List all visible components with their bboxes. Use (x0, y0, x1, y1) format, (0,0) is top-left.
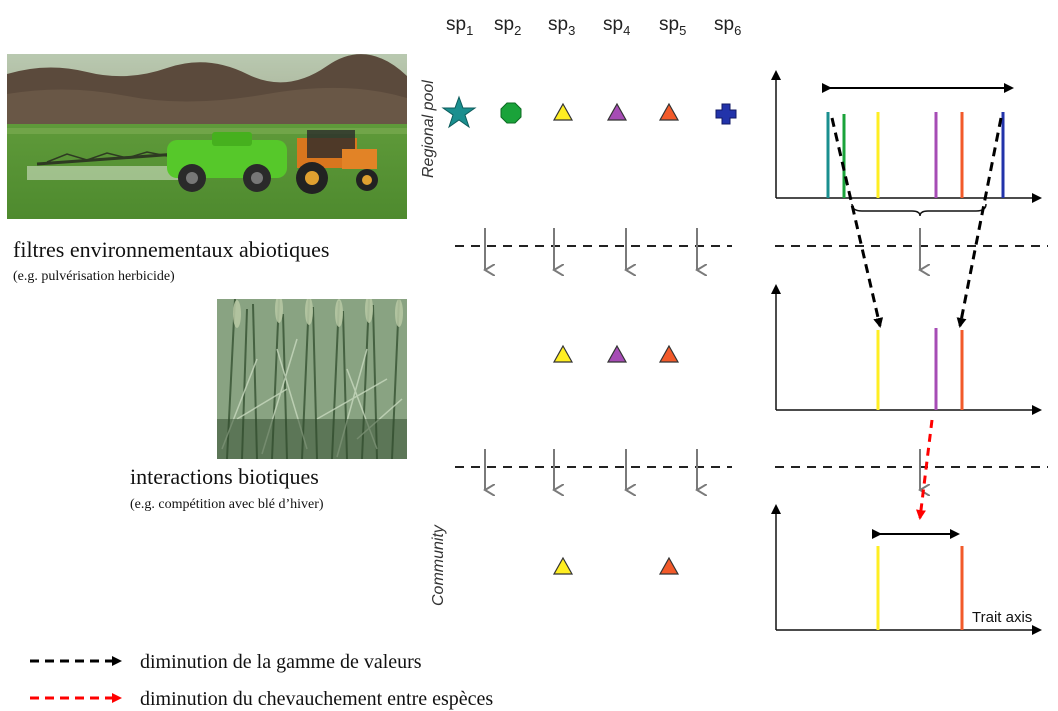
biotic-filter-example: (e.g. compétition avec blé d’hiver) (130, 497, 324, 512)
legend-range-text: diminution de la gamme de valeurs (140, 651, 422, 673)
after-abiotic-species (552, 344, 680, 363)
sp3-label: sp3 (548, 14, 575, 38)
legend: diminution de la gamme de valeurs diminu… (30, 651, 493, 710)
regional-pool-species (441, 95, 737, 129)
sp3-triangle-symbol (552, 102, 574, 121)
biotic-filter-line (455, 449, 1048, 490)
legend-overlap-text: diminution du chevauchement entre espèce… (140, 688, 493, 710)
sp3-triangle-symbol-3 (552, 556, 574, 575)
sp4-triangle-symbol (606, 102, 628, 121)
sp2-label: sp2 (494, 14, 521, 38)
biotic-filter-title: interactions biotiques (130, 464, 319, 489)
trait-axis-label: Trait axis (972, 609, 1032, 626)
sp2-octagon-symbol (500, 102, 522, 124)
community-species (552, 556, 680, 575)
sp4-label: sp4 (603, 14, 630, 38)
tractor-spraying-photo (7, 54, 407, 219)
sp1-star-symbol (441, 95, 477, 129)
trait-panel-community: Trait axis (771, 504, 1042, 635)
species-headers: sp1 sp2 sp3 sp4 sp5 sp6 (446, 14, 741, 38)
range-reduction-arrows (830, 117, 1003, 328)
sp6-label: sp6 (714, 14, 741, 38)
range-brace (851, 203, 987, 217)
sp5-triangle-symbol-3 (658, 556, 680, 575)
regional-pool-label: Regional pool (420, 80, 437, 178)
trait-panel-regional (771, 70, 1042, 217)
sp1-label: sp1 (446, 14, 473, 38)
sp4-triangle-symbol-2 (606, 344, 628, 363)
community-label: Community (430, 524, 447, 606)
sp5-label: sp5 (659, 14, 686, 38)
sp6-cross-symbol (715, 103, 737, 125)
abiotic-filter-title: filtres environnementaux abiotiques (13, 237, 329, 262)
overlap-reduction-arrow (916, 419, 934, 520)
abiotic-filter-line (455, 228, 1048, 270)
abiotic-filter-example: (e.g. pulvérisation herbicide) (13, 269, 175, 284)
sp5-triangle-symbol-2 (658, 344, 680, 363)
winter-wheat-photo (217, 299, 407, 459)
sp5-triangle-symbol (658, 102, 680, 121)
sp3-triangle-symbol-2 (552, 344, 574, 363)
trait-panel-abiotic (771, 284, 1042, 415)
